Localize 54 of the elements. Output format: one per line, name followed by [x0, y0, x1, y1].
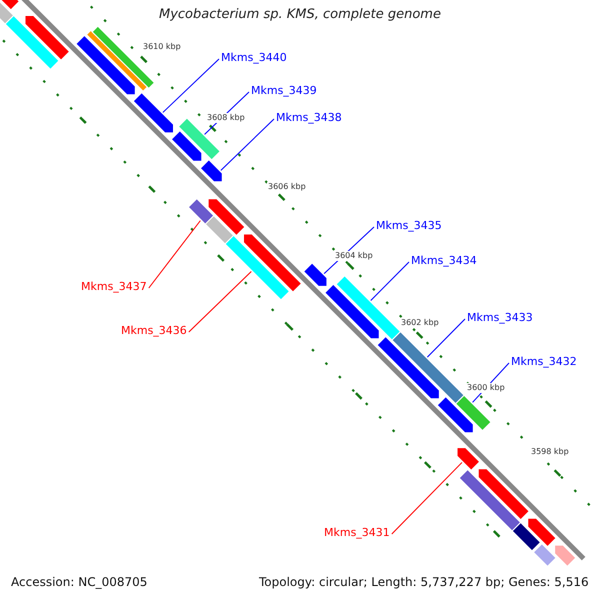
gene-pointer-block: [200, 159, 223, 182]
gene-label: Mkms_3437: [81, 281, 147, 292]
leader-line: [148, 220, 201, 288]
gene-block: [458, 468, 522, 532]
gene-label: Mkms_3433: [467, 312, 533, 323]
gene-block: [188, 198, 214, 225]
gene-block: [0, 0, 14, 25]
leader-line: [162, 58, 220, 113]
gene-label: Mkms_3435: [376, 220, 442, 231]
gene-pointer-block: [24, 15, 70, 61]
leader-line: [220, 118, 274, 171]
gene-label: Mkms_3439: [251, 85, 317, 96]
gene-pointer-block: [478, 468, 530, 520]
gene-block: [204, 214, 234, 245]
gene-pointer-block: [0, 0, 20, 11]
gene-block: [4, 14, 60, 70]
gene-pointer-block: [208, 198, 246, 236]
scale-label: 3604 kbp: [334, 251, 374, 261]
gene-pointer-block: [436, 396, 474, 434]
gene-pointer-block: [170, 130, 202, 162]
gene-pointer-block: [75, 34, 136, 96]
gene-block: [335, 275, 402, 341]
gene-pointer-block: [554, 544, 577, 568]
gene-label: Mkms_3434: [411, 255, 477, 266]
leader-line: [370, 262, 410, 302]
gene-label: Mkms_3436: [121, 325, 187, 336]
scale-label: 3610 kbp: [142, 42, 182, 52]
scale-label: 3606 kbp: [267, 182, 307, 192]
gene-pointer-block: [324, 284, 380, 340]
gene-label: Mkms_3440: [221, 52, 287, 63]
gene-pointer-block: [527, 518, 557, 548]
gene-pointer-block: [243, 234, 302, 293]
footer-text: Topology: circular; Length: 5,737,227 bp; Genes: 5,516: [258, 575, 590, 589]
scale-label: 3608 kbp: [206, 113, 246, 123]
footer-text: Accession: NC_008705: [10, 575, 148, 589]
gene-block: [391, 330, 465, 404]
gene-pointer-block: [456, 447, 480, 471]
scale-label: 3598 kbp: [530, 447, 570, 457]
scale-label: 3600 kbp: [466, 383, 506, 393]
gene-block: [511, 522, 542, 552]
gene-label: Mkms_3431: [324, 527, 390, 538]
gene-label: Mkms_3438: [276, 112, 342, 123]
gene-pointer-block: [302, 262, 328, 287]
gene-pointer-block: [132, 92, 174, 134]
gene-block: [532, 543, 557, 568]
leader-line: [391, 462, 462, 534]
gene-pointer-block: [376, 336, 440, 400]
leader-line: [426, 318, 466, 358]
leader-line: [188, 271, 252, 332]
gene-block: [224, 234, 290, 301]
title: Mycobacterium sp. KMS, complete genome: [159, 8, 441, 21]
scale-label: 3602 kbp: [400, 318, 440, 328]
gene-block: [454, 394, 492, 432]
gene-label: Mkms_3432: [511, 356, 577, 367]
